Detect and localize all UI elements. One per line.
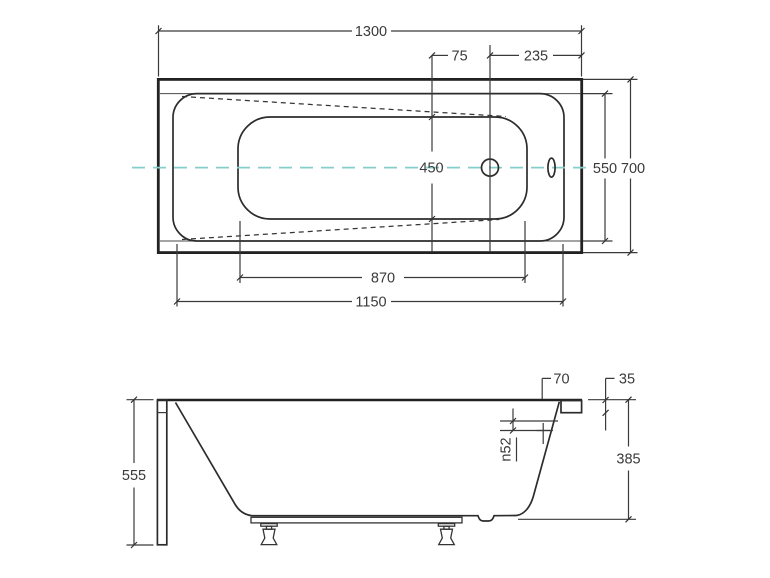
dim-drain-offset: 75 — [428, 48, 468, 64]
rim-step-section — [560, 399, 583, 414]
foot-right — [437, 522, 456, 546]
foot-body — [437, 528, 456, 546]
dim-ticks — [428, 113, 436, 223]
foot-left — [260, 522, 278, 546]
extension-lines — [583, 93, 613, 242]
support-board — [250, 516, 463, 524]
dim-label-555: 555 — [122, 468, 146, 484]
dim-label-550: 550 — [593, 161, 617, 177]
extension-lines — [157, 25, 583, 77]
overflow-center-cross — [536, 423, 550, 444]
dim-label-870: 870 — [371, 271, 395, 287]
dim-overflow: n52 — [499, 408, 558, 462]
left-inner-wall — [174, 402, 253, 517]
tub-side-outline — [156, 398, 583, 546]
dim-label-385: 385 — [616, 451, 640, 467]
outer-rim-rect — [156, 78, 584, 254]
dim-length-overall: 1300 — [155, 24, 585, 77]
leader-line — [541, 377, 551, 399]
dim-ticks — [236, 274, 529, 281]
dim-length-inner: 1150 — [173, 244, 567, 310]
dim-width-overall: 700 — [583, 75, 645, 257]
dim-height-overall: 555 — [122, 396, 154, 549]
dim-label-75: 75 — [452, 48, 468, 64]
slope-guide-dashed-top — [181, 95, 507, 118]
dim-label-70: 70 — [553, 372, 569, 388]
dim-width-bottom: 450 — [419, 55, 444, 252]
dim-ticks — [509, 417, 517, 434]
extension-lines — [126, 399, 154, 546]
extension-lines — [176, 244, 564, 307]
slope-guide-dashed-bottom — [181, 218, 500, 241]
tub-bottom-line — [252, 514, 517, 522]
dim-ticks — [627, 75, 634, 257]
dim-ticks — [173, 298, 567, 305]
dim-ticks — [601, 90, 609, 245]
dim-rim-overhang: 70 — [541, 372, 570, 399]
dim-label-235: 235 — [524, 48, 548, 64]
dim-ticks — [155, 27, 585, 35]
dim-length-bottom: 870 — [236, 221, 529, 287]
dim-label-700: 700 — [621, 161, 645, 177]
dim-height-shell: 385 — [518, 396, 641, 523]
dim-ticks — [130, 396, 138, 549]
dim-ticks — [625, 396, 632, 523]
extension-lines — [239, 221, 526, 283]
foot-body — [260, 528, 278, 546]
dim-rim-height: 35 — [602, 372, 635, 431]
overflow-leader-lines — [500, 420, 558, 432]
dim-label-1150: 1150 — [355, 294, 386, 310]
side-view: 555 70 35 n52 385 — [122, 372, 641, 549]
extension-lines — [583, 78, 638, 254]
dim-width-inner: 550 — [583, 90, 617, 245]
dim-label-1300: 1300 — [355, 24, 387, 40]
dim-label-n52: n52 — [499, 437, 515, 461]
apron-panel — [156, 399, 168, 546]
tub-top-outline — [132, 78, 591, 254]
leader-line — [605, 377, 615, 431]
dim-label-35: 35 — [619, 372, 635, 388]
top-view: 1300 75 235 450 550 700 — [132, 24, 645, 310]
overflow-hole — [547, 157, 556, 178]
dim-label-450: 450 — [419, 160, 443, 176]
dim-drain-to-end: 235 — [486, 48, 585, 64]
right-inner-wall — [516, 401, 561, 517]
